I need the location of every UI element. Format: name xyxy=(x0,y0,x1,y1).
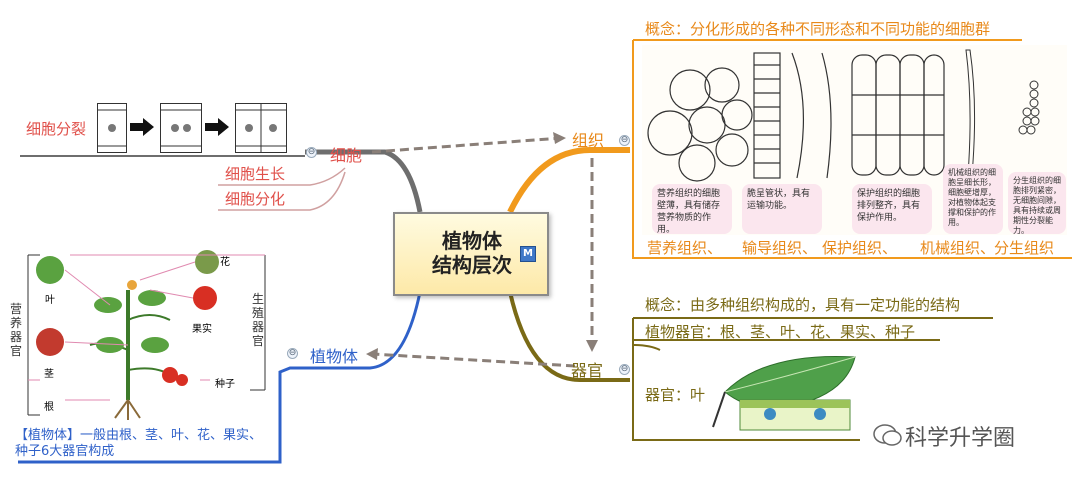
tissue-name-protective: 保护组织、 xyxy=(822,239,898,257)
central-topic[interactable]: 植物体 结构层次 M xyxy=(393,212,549,296)
arrow-right-icon xyxy=(205,118,229,136)
collapse-icon[interactable]: ⊖ xyxy=(287,348,298,359)
growth-underline xyxy=(218,167,346,186)
reproductive-organs-label: 生殖器官 xyxy=(252,292,265,348)
vegetative-organs-label: 营养器官 xyxy=(10,302,23,358)
collapse-icon[interactable]: ⊖ xyxy=(306,147,317,158)
map-marker-icon: M xyxy=(520,246,536,262)
mechanical-caption: 机械组织的细胞呈细长形，细胞壁增厚，对植物体起支撑和保护的作用。 xyxy=(943,164,1003,234)
plant-topic[interactable]: 植物体 xyxy=(310,347,359,366)
leaf-cross-section-image xyxy=(712,355,856,431)
tissue-bracket xyxy=(632,39,1072,259)
single-cell-image xyxy=(97,103,127,153)
tissue-concept: 概念：分化形成的各种不同形态和不同功能的细胞群 xyxy=(645,20,991,38)
conducting-caption: 脆呈管状，具有运输功能。 xyxy=(742,184,822,234)
arrow-right-icon xyxy=(130,118,154,136)
two-cells-image xyxy=(235,103,287,153)
cell-differentiation-label[interactable]: 细胞分化 xyxy=(225,190,286,208)
cell-growth-label[interactable]: 细胞生长 xyxy=(225,165,286,183)
plant-seed-label: 种子 xyxy=(215,379,235,390)
plant-description: 【植物体】一般由根、茎、叶、花、果实、种子6大器官构成 xyxy=(15,428,263,459)
plant-branch xyxy=(18,291,422,464)
collapse-icon[interactable]: ⊖ xyxy=(619,364,630,375)
tissue-branch xyxy=(507,147,630,214)
plant-root-label: 根 xyxy=(44,402,54,413)
parenchyma-caption: 营养组织的细胞壁薄，具有储存营养物质的作用。 xyxy=(652,184,732,235)
tissue-name-meristem: 分生组织 xyxy=(994,239,1055,257)
plant-leaf-label: 叶 xyxy=(45,295,55,306)
central-title-line2: 结构层次 xyxy=(432,253,512,277)
meristem-caption: 分生组织的细胞排列紧密，无细胞间隙，具有持续或周期性分裂能力。 xyxy=(1008,172,1066,235)
tissue-topic[interactable]: 组织 xyxy=(572,131,605,150)
cell-topic[interactable]: 细胞 xyxy=(330,146,363,165)
plant-organs-list: 植物器官：根、茎、叶、花、果实、种子 xyxy=(645,323,916,341)
organ-lines xyxy=(632,317,993,441)
organ-branch xyxy=(508,291,630,382)
diff-underline xyxy=(218,171,346,211)
protective-caption: 保护组织的细胞排列整齐，具有保护作用。 xyxy=(852,184,932,234)
organ-concept: 概念：由多种组织构成的，具有一定功能的结构 xyxy=(645,296,961,314)
tissue-name-conducting: 输导组织、 xyxy=(742,239,818,257)
tissue-name-mechanical: 机械组织、 xyxy=(920,239,996,257)
plant-fruit-label: 果实 xyxy=(192,324,212,335)
organ-topic[interactable]: 器官 xyxy=(571,361,604,380)
wechat-icon xyxy=(873,424,902,446)
dividing-cell-image xyxy=(160,103,202,153)
plant-flower-label: 花 xyxy=(220,257,230,268)
cell-division-label[interactable]: 细胞分裂 xyxy=(26,120,87,138)
organ-leaf-label: 器官：叶 xyxy=(645,386,706,404)
watermark-text: 科学升学圈 xyxy=(905,426,1016,451)
tissue-name-nutrient: 营养组织、 xyxy=(647,239,723,257)
cell-branch xyxy=(305,149,423,213)
central-title-line1: 植物体 xyxy=(442,229,502,253)
plant-stem-label: 茎 xyxy=(44,369,54,380)
plant-illustration xyxy=(27,250,266,420)
collapse-icon[interactable]: ⊖ xyxy=(619,135,630,146)
